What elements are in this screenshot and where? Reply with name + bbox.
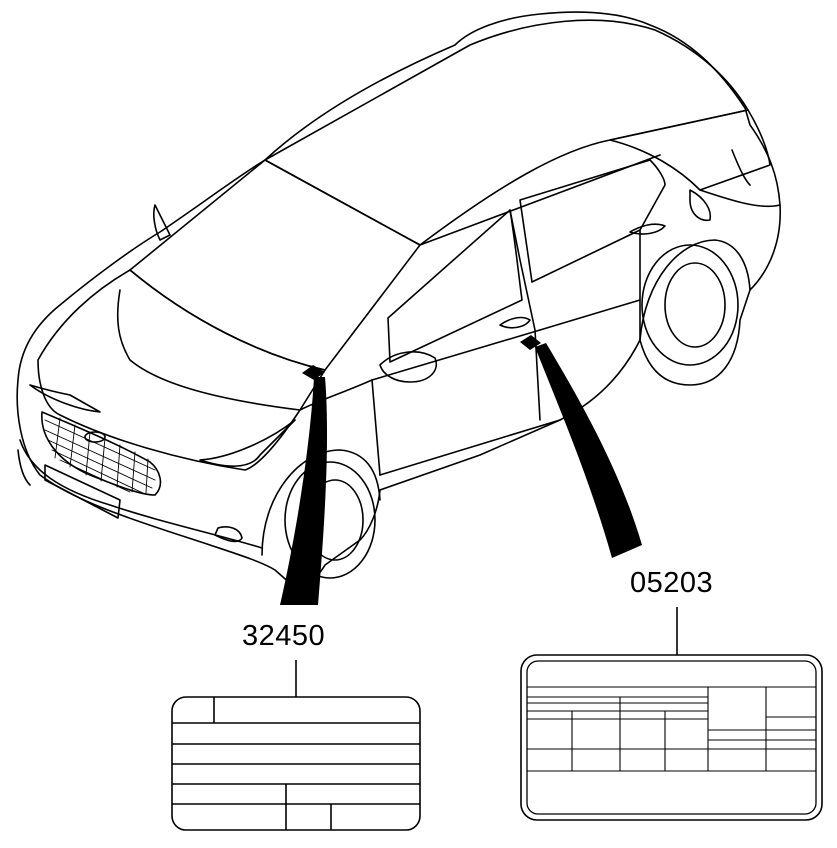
front-side-window — [387, 209, 523, 363]
label-32450-diagram — [171, 660, 421, 831]
car-illustration — [16, 11, 781, 588]
front-grille — [41, 411, 162, 496]
hood — [37, 269, 326, 471]
front-door-handle — [499, 316, 531, 329]
front-bumper — [19, 439, 263, 549]
roof — [264, 19, 749, 246]
front-wheel — [284, 461, 376, 579]
label-05203-diagram — [520, 607, 823, 821]
label-05203-inner — [526, 660, 817, 815]
fog-light — [214, 526, 243, 543]
side-mirror — [379, 351, 437, 383]
rear-wheel — [641, 244, 739, 366]
rear-wheel-arch — [639, 239, 751, 341]
rear-window — [609, 109, 771, 191]
front-wheel-arch — [261, 449, 381, 556]
marker-32450 — [302, 365, 325, 380]
part-number-32450: 32450 — [242, 620, 326, 652]
leader-wedges — [280, 343, 642, 605]
leader-32450 — [280, 377, 328, 605]
rear-side-window — [519, 159, 666, 283]
windshield — [129, 159, 421, 371]
rear-door-handle — [629, 223, 666, 235]
marker-05203 — [520, 335, 541, 350]
rear-door — [539, 229, 641, 341]
car-body-outline — [16, 11, 781, 588]
label-markers — [302, 335, 541, 380]
right-headlight — [199, 419, 296, 467]
front-door — [371, 209, 541, 476]
grille-mesh — [44, 417, 156, 495]
label-05203-frame — [520, 654, 823, 821]
leader-05203 — [535, 343, 642, 558]
emblem — [84, 431, 106, 443]
left-headlight — [29, 384, 101, 413]
part-number-05203: 05203 — [630, 567, 714, 599]
